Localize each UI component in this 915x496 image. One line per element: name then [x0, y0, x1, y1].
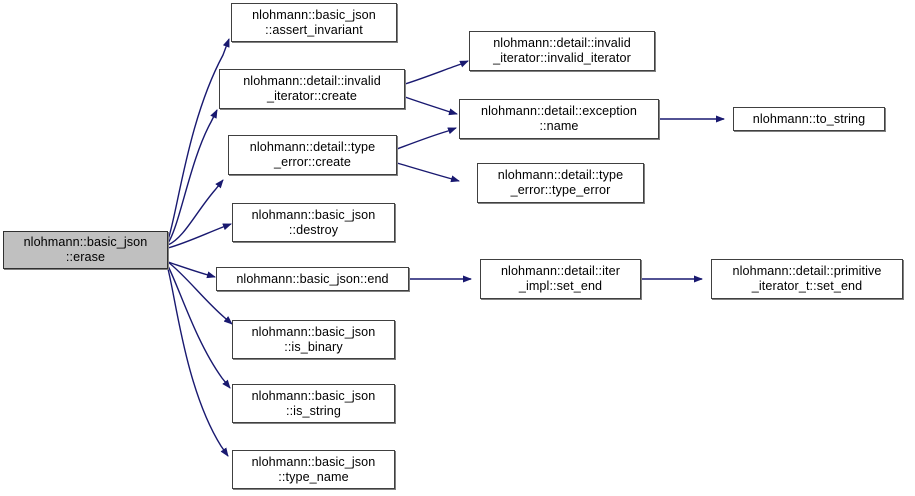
call-edge-erase-to-invalid_iterator_create [167, 109, 218, 244]
graph-node-type_name[interactable]: nlohmann::basic_json ::type_name [232, 450, 395, 489]
call-edge-invalid_iterator_create-to-exception_name [404, 96, 458, 116]
graph-node-label-assert_invariant: nlohmann::basic_json ::assert_invariant [252, 7, 376, 37]
call-edge-erase-to-type_error_create [167, 179, 224, 246]
graph-node-label-invalid_iterator_ctor: nlohmann::detail::invalid _iterator::inv… [493, 36, 631, 65]
graph-node-destroy[interactable]: nlohmann::basic_json ::destroy [232, 203, 395, 242]
graph-node-erase[interactable]: nlohmann::basic_json ::erase [3, 231, 168, 269]
graph-node-label-is_binary: nlohmann::basic_json ::is_binary [251, 324, 376, 354]
graph-node-iter_impl_set_end[interactable]: nlohmann::detail::iter _impl::set_end [480, 259, 641, 299]
graph-node-label-type_name: nlohmann::basic_json ::type_name [251, 454, 376, 484]
graph-node-end[interactable]: nlohmann::basic_json::end [216, 267, 409, 291]
graph-node-to_string[interactable]: nlohmann::to_string [733, 107, 885, 131]
graph-node-label-erase: nlohmann::basic_json ::erase [23, 235, 148, 264]
call-edge-erase-to-type_name [167, 268, 229, 457]
call-edge-type_error_create-to-type_error_ctor [396, 162, 460, 183]
graph-node-exception_name[interactable]: nlohmann::detail::exception ::name [459, 99, 659, 139]
call-edge-type_error_create-to-exception_name [396, 127, 457, 150]
graph-node-is_string[interactable]: nlohmann::basic_json ::is_string [232, 384, 395, 423]
call-edge-erase-to-end [167, 261, 216, 279]
graph-node-label-to_string: nlohmann::to_string [752, 111, 866, 126]
graph-node-label-type_error_ctor: nlohmann::detail::type _error::type_erro… [497, 168, 624, 197]
graph-node-label-type_error_create: nlohmann::detail::type _error::create [249, 140, 376, 169]
graph-node-assert_invariant[interactable]: nlohmann::basic_json ::assert_invariant [231, 3, 397, 42]
graph-node-label-invalid_iterator_create: nlohmann::detail::invalid _iterator::cre… [243, 74, 381, 103]
graph-node-primitive_iterator_set_end[interactable]: nlohmann::detail::primitive _iterator_t:… [711, 259, 903, 299]
graph-node-label-end: nlohmann::basic_json::end [236, 271, 389, 286]
graph-node-invalid_iterator_create[interactable]: nlohmann::detail::invalid _iterator::cre… [219, 69, 405, 109]
graph-node-label-is_string: nlohmann::basic_json ::is_string [251, 388, 376, 418]
graph-node-label-iter_impl_set_end: nlohmann::detail::iter _impl::set_end [500, 264, 621, 293]
graph-node-is_binary[interactable]: nlohmann::basic_json ::is_binary [232, 320, 395, 359]
graph-node-label-destroy: nlohmann::basic_json ::destroy [251, 207, 376, 237]
graph-node-label-exception_name: nlohmann::detail::exception ::name [480, 104, 638, 133]
call-edge-invalid_iterator_create-to-invalid_iterator_ctor [404, 60, 469, 85]
graph-node-label-primitive_iterator_set_end: nlohmann::detail::primitive _iterator_t:… [732, 264, 882, 293]
call-edge-erase-to-destroy [167, 223, 232, 249]
graph-node-type_error_ctor[interactable]: nlohmann::detail::type _error::type_erro… [477, 163, 644, 203]
graph-node-invalid_iterator_ctor[interactable]: nlohmann::detail::invalid _iterator::inv… [469, 31, 655, 71]
graph-node-type_error_create[interactable]: nlohmann::detail::type _error::create [228, 135, 397, 175]
